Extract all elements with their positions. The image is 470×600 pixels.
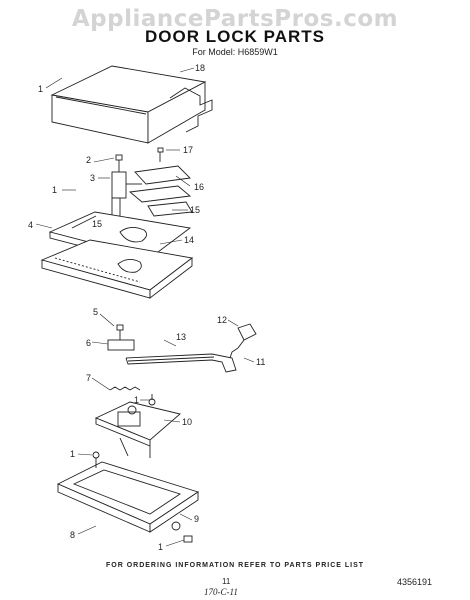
part-spring [109, 386, 141, 391]
callout-5: 5 [93, 307, 98, 317]
callout-1: 1 [52, 185, 57, 195]
part-upper-base [40, 239, 194, 299]
callout-7: 7 [86, 373, 91, 383]
document-number: 4356191 [397, 577, 433, 587]
callout-12: 12 [217, 315, 227, 325]
page-number: 11 [222, 577, 231, 586]
part-top-cover [50, 65, 213, 144]
callout-1: 1 [70, 449, 75, 459]
page-title: DOOR LOCK PARTS [145, 27, 325, 46]
part-fastener [171, 521, 193, 543]
callout-15: 15 [190, 205, 200, 215]
callout-4: 4 [28, 220, 33, 230]
callout-1: 1 [158, 542, 163, 552]
callout-9: 9 [194, 514, 199, 524]
callout-1: 1 [38, 84, 43, 94]
part-connector [229, 323, 257, 359]
part-bottom-tray [56, 451, 200, 533]
callout-10: 10 [182, 417, 192, 427]
callout-2: 2 [86, 155, 91, 165]
callout-18: 18 [195, 63, 205, 73]
callout-6: 6 [86, 338, 91, 348]
part-lock-rod [125, 353, 237, 373]
leader-lines [35, 67, 255, 547]
part-bracket [107, 324, 135, 351]
callout-15: 15 [92, 219, 102, 229]
part-lock-mechanism [94, 394, 181, 458]
watermark: AppliancePartsPros.com [71, 6, 399, 32]
callout-11: 11 [256, 357, 265, 367]
callout-16: 16 [194, 182, 204, 192]
callout-13: 13 [176, 332, 186, 342]
handwritten-note: 170-C-11 [204, 587, 238, 597]
callout-17: 17 [183, 145, 193, 155]
part-latch-assembly [111, 147, 193, 217]
ordering-info-footer: FOR ORDERING INFORMATION REFER TO PARTS … [105, 562, 365, 569]
model-label: For Model: H6859W1 [192, 47, 278, 57]
callout-3: 3 [90, 173, 95, 183]
callout-1: 1 [134, 395, 139, 405]
callout-8: 8 [70, 530, 75, 540]
callout-14: 14 [184, 235, 194, 245]
